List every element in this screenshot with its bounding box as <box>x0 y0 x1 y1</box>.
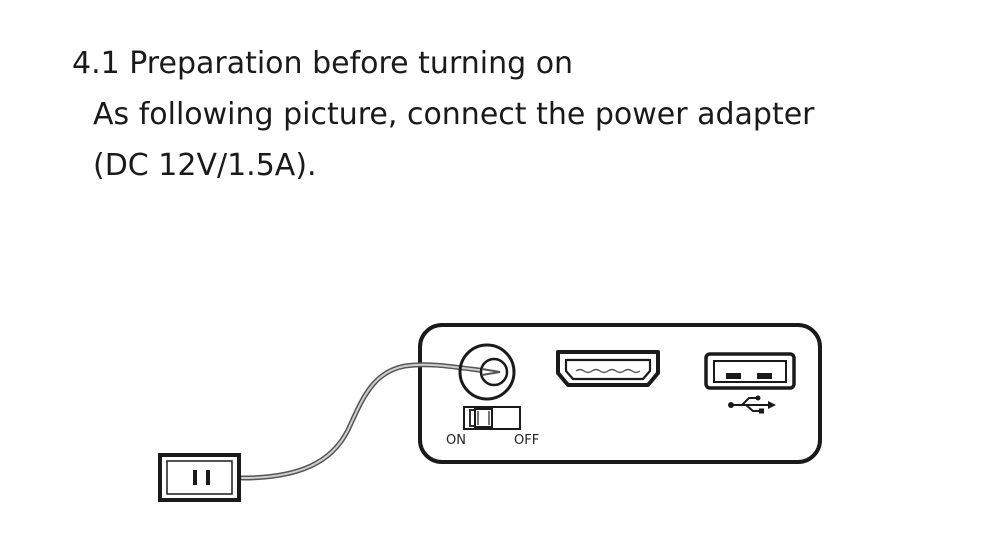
section-heading: 4.1 Preparation before turning on <box>72 46 574 81</box>
wall-outlet-icon <box>158 453 241 502</box>
hdmi-port-icon <box>556 350 660 387</box>
dc-power-jack-icon <box>458 343 516 401</box>
usb-port-icon <box>704 352 796 390</box>
power-switch-icon[interactable] <box>463 406 521 430</box>
power-cable-icon <box>239 362 497 481</box>
usb-symbol-icon <box>728 395 776 414</box>
switch-off-label: OFF <box>514 433 539 448</box>
instruction-text-line-2: (DC 12V/1.5A). <box>93 148 317 183</box>
instruction-text-line-1: As following picture, connect the power … <box>93 97 815 132</box>
switch-on-label: ON <box>446 433 466 448</box>
device-rear-panel <box>418 323 822 464</box>
